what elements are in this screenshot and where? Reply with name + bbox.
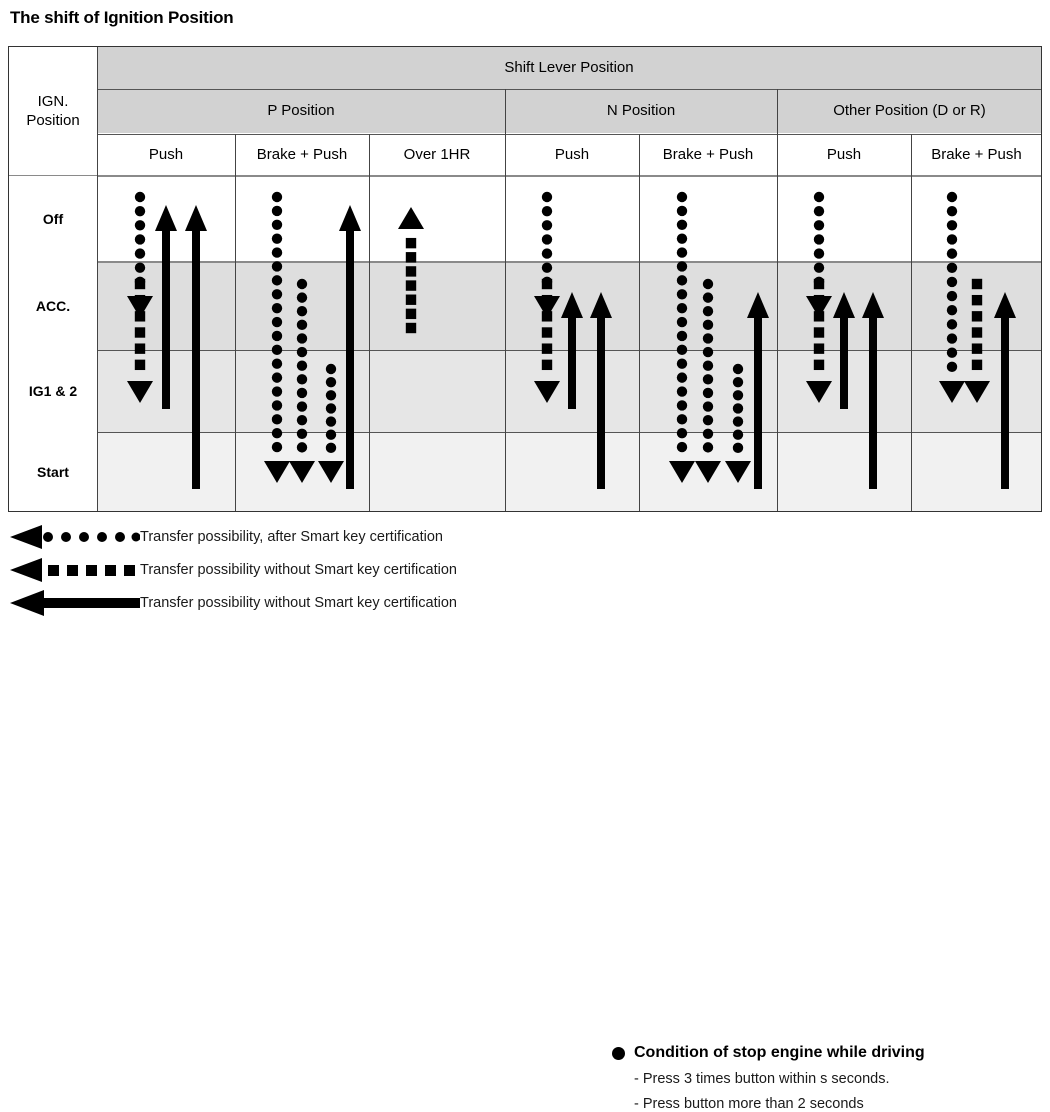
bullet-icon (612, 1046, 625, 1060)
header-col-p-over-1hr: Over 1HR (403, 145, 471, 163)
hrule-header-body (9, 175, 1041, 177)
header-col-other-push: Push (826, 145, 862, 163)
vrule-rowlabel (97, 47, 98, 511)
header-shift-lever-position: Shift Lever Position (504, 58, 634, 76)
header-group-n-position: N Position (606, 102, 676, 120)
row-label-acc: ACC. (9, 262, 97, 350)
legend-note-title: Condition of stop engine while driving (634, 1044, 925, 1061)
legend-label-dashed: Transfer possibility without Smart key c… (140, 562, 457, 578)
header-corner-ign-position: IGN. Position (9, 47, 97, 176)
hrule-group-cols (97, 134, 1041, 135)
legend-note: Condition of stop engine while driving -… (612, 1044, 925, 1112)
ignition-shift-table: IGN. Position Shift Lever Position P Pos… (8, 46, 1042, 512)
header-col-n-brake-push: Brake + Push (662, 145, 754, 163)
legend-note-title-row: Condition of stop engine while driving (612, 1044, 925, 1062)
vrule-c3 (505, 89, 506, 511)
row-band-start (97, 432, 1041, 511)
vrule-c6 (911, 134, 912, 511)
legend-item-dashed: Transfer possibility without Smart key c… (8, 557, 457, 583)
hrule-off-acc (9, 261, 1041, 263)
legend-item-dotted: Transfer possibility, after Smart key ce… (8, 524, 443, 550)
solid-arrow-icon (10, 590, 140, 616)
header-group-other-position: Other Position (D or R) (833, 102, 986, 120)
header-group-p-position: P Position (267, 102, 335, 120)
page-title: The shift of Ignition Position (10, 8, 234, 27)
row-band-off (97, 47, 1041, 133)
vrule-c2 (369, 134, 370, 511)
vrule-c4 (639, 134, 640, 511)
legend-note-line-2: - Press button more than 2 seconds (634, 1096, 864, 1112)
row-label-start: Start (9, 432, 97, 511)
row-label-ig12: IG1 & 2 (9, 350, 97, 432)
header-col-other-brake-push: Brake + Push (931, 145, 1022, 163)
header-corner-line2: Position (26, 111, 80, 129)
row-band-acc (97, 262, 1041, 350)
hrule-acc-ig (9, 350, 1041, 351)
legend-note-line-1: - Press 3 times button within s seconds. (634, 1071, 890, 1087)
legend: Transfer possibility, after Smart key ce… (0, 516, 1050, 1112)
vrule-c5 (777, 89, 778, 511)
header-col-p-push: Push (148, 145, 184, 163)
row-band-ig (97, 350, 1041, 432)
row-label-off: Off (9, 176, 97, 262)
legend-label-dotted: Transfer possibility, after Smart key ce… (140, 529, 443, 545)
header-col-p-brake-push: Brake + Push (256, 145, 348, 163)
header-corner-line1: IGN. (37, 92, 69, 110)
vrule-c1 (235, 134, 236, 511)
dashed-arrow-icon (10, 558, 135, 582)
legend-label-solid: Transfer possibility without Smart key c… (140, 595, 457, 611)
hrule-ig-start (9, 432, 1041, 433)
header-col-n-push: Push (554, 145, 590, 163)
legend-item-solid: Transfer possibility without Smart key c… (8, 590, 457, 616)
hrule-shift-group (97, 89, 1041, 90)
dotted-arrow-icon (10, 525, 140, 549)
